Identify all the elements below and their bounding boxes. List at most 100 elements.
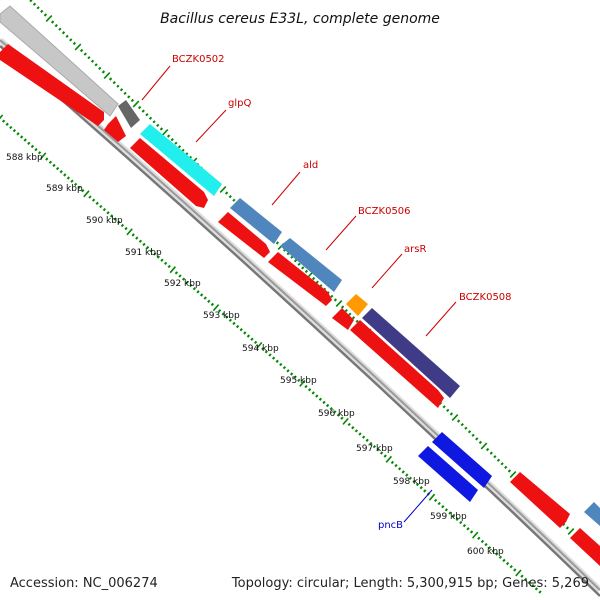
minor-tick (329, 407, 333, 411)
minor-tick (489, 451, 493, 455)
minor-tick (293, 375, 297, 379)
backbone (0, 37, 600, 597)
minor-tick (23, 138, 27, 142)
label-ald[interactable]: ald (303, 160, 318, 171)
minor-tick (423, 489, 427, 493)
minor-tick (174, 141, 178, 145)
minor-tick (178, 274, 182, 278)
minor-tick (361, 435, 366, 439)
minor-tick (441, 505, 445, 509)
minor-tick (5, 122, 9, 126)
feature-BCZK0506 (280, 238, 342, 292)
minor-tick (449, 412, 454, 416)
feature-pncB-1 (432, 432, 492, 488)
minor-tick (336, 413, 341, 417)
minor-tick (456, 419, 461, 423)
minor-tick (12, 129, 17, 133)
map-title: Bacillus cereus E33L, complete genome (160, 11, 440, 27)
minor-tick (372, 445, 377, 449)
minor-tick (322, 400, 326, 405)
minor-tick (466, 527, 470, 531)
minor-tick (45, 157, 49, 161)
minor-tick (509, 565, 513, 569)
major-tick (212, 304, 220, 312)
tick-label: 598 kbp (393, 477, 430, 487)
minor-tick (475, 437, 479, 441)
minor-tick (340, 305, 345, 309)
accession-text: Accession: NC_006274 (10, 576, 158, 591)
minor-tick (116, 84, 120, 88)
minor-tick (29, 0, 33, 3)
minor-tick (268, 353, 272, 357)
minor-tick (275, 359, 279, 363)
feature-glpQ (140, 124, 222, 196)
gene-labels: BCZK0502 glpQ ald BCZK0506 arsR BCZK0508… (141, 54, 512, 531)
minor-tick (98, 66, 102, 71)
minor-tick (77, 185, 81, 190)
minor-tick (491, 549, 495, 553)
minor-tick (81, 189, 85, 193)
genome-stats-text: Topology: circular; Length: 5,300,915 bp… (231, 576, 589, 591)
minor-tick (304, 384, 308, 389)
minor-tick (523, 577, 528, 581)
minor-tick (113, 217, 117, 221)
minor-tick (135, 236, 139, 240)
minor-tick (232, 198, 236, 202)
minor-tick (500, 462, 504, 466)
major-tick (471, 531, 479, 539)
minor-tick (153, 252, 157, 256)
tick-label: 592 kbp (164, 279, 201, 289)
minor-tick (419, 486, 423, 490)
minor-tick (412, 479, 416, 484)
minor-tick (286, 369, 290, 373)
minor-tick (415, 482, 420, 487)
tick-labels: 588 kbp 589 kbp 590 kbp 591 kbp 592 kbp … (6, 153, 504, 557)
minor-tick (250, 337, 254, 341)
minor-tick (61, 31, 66, 35)
minor-tick (504, 465, 508, 470)
major-tick (39, 152, 47, 160)
minor-tick (112, 80, 116, 85)
minor-tick (239, 328, 243, 332)
minor-tick (315, 394, 319, 398)
minor-tick (27, 141, 31, 145)
minor-tick (65, 34, 69, 38)
minor-tick (43, 13, 48, 17)
minor-tick (565, 526, 570, 530)
minor-tick (301, 266, 305, 270)
minor-tick (30, 144, 35, 149)
minor-tick (451, 514, 456, 518)
feature-arsR (346, 294, 368, 316)
minor-tick (460, 422, 464, 427)
label-BCZK0508[interactable]: BCZK0508 (459, 292, 512, 303)
minor-tick (376, 448, 380, 452)
minor-tick (99, 204, 103, 209)
minor-tick (124, 226, 128, 231)
feature-BCZK0508 (362, 308, 460, 398)
minor-tick (101, 70, 106, 74)
minor-tick (520, 574, 524, 578)
minor-tick (513, 568, 517, 572)
minor-tick (174, 271, 179, 275)
major-tick (299, 379, 306, 387)
label-pncB[interactable]: pncB (378, 520, 403, 531)
label-arsR[interactable]: arsR (404, 244, 426, 255)
label-BCZK0506[interactable]: BCZK0506 (358, 206, 411, 217)
minor-tick (330, 294, 334, 299)
minor-tick (131, 233, 135, 237)
minor-tick (50, 20, 55, 24)
minor-tick (152, 120, 156, 124)
minor-tick (351, 426, 355, 430)
major-tick (126, 228, 133, 236)
minor-tick (507, 469, 512, 473)
minor-tick (37, 151, 42, 155)
major-tick (219, 186, 227, 193)
feature-red-arsR (332, 308, 354, 330)
minor-tick (271, 356, 276, 360)
minor-tick (498, 555, 503, 559)
minor-tick (225, 315, 229, 319)
minor-tick (167, 264, 171, 269)
label-BCZK0502[interactable]: BCZK0502 (172, 54, 225, 65)
minor-tick (253, 340, 258, 344)
label-glpQ[interactable]: glpQ (228, 98, 251, 109)
